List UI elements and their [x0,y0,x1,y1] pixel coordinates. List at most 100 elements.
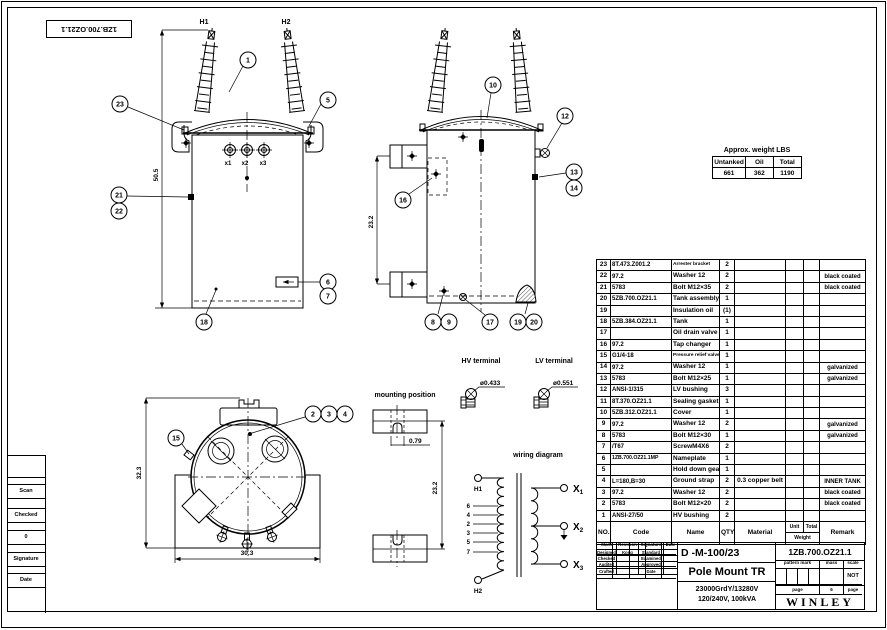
wiring-label-h1: H1 [474,486,483,493]
parts-cell-total [803,509,820,523]
sig-crafted-label: Crafted [597,568,617,575]
wiring-label-h2: H2 [474,588,483,595]
parts-cell-code [610,327,672,340]
parts-cell-remark [819,338,866,352]
parts-cell-no: 12 [596,384,611,397]
parts-cell-name: Washer 12 [671,486,720,500]
parts-cell-name: Cover [671,407,720,420]
tap-6: 6 [467,504,471,510]
parts-cell-name: HV bushing [671,509,720,523]
parts-cell-material [734,395,786,409]
parts-cell-remark: galvanized [819,429,866,443]
parts-cell-code: 5783 [610,498,672,511]
parts-cell-code: ANSI-27/50 [610,509,672,523]
parts-cell-remark: galvanized [819,361,866,374]
parts-cell-qty: 1 [719,350,735,363]
sig-audited-label: Audited [597,562,617,569]
parts-cell-qty: 1 [719,327,735,340]
callout-6: 6 [319,273,337,291]
parts-cell-total [803,486,820,500]
parts-table-footer: NO. Code Name QTY Material Unit Total Re… [596,520,866,545]
callout-19: 19 [509,313,527,331]
parts-cell-material [734,441,786,454]
sig-checked-label: Checked [597,556,617,563]
parts-cell-no: 19 [596,304,611,317]
parts-cell-material [734,509,786,523]
weight-header-oil: Oil [744,156,774,168]
parts-cell-code: 5783 [610,281,672,295]
tap-changer-box [181,488,217,524]
label-x2: x2 [242,161,249,167]
parts-cell-remark: black coated [819,498,866,511]
parts-cell-code: 5ZB.700.OZ21.1 [610,293,672,306]
parts-header-weight: Weight [785,532,820,545]
parts-cell-code: ANSI-1/315 [610,384,672,397]
parts-cell-remark [819,384,866,397]
wiring-label-x1: X1 [573,484,584,496]
parts-cell-unit [785,464,804,477]
parts-cell-material [734,281,786,295]
parts-cell-code: 5ZB.384.OZ21.1 [610,315,672,329]
page-number: 6 [820,586,844,595]
svg-text:12: 12 [561,114,569,121]
tap-4: 4 [467,513,471,519]
parts-cell-unit [785,270,804,283]
top-dim-height: 32.3 [136,466,143,479]
parts-cell-qty: 1 [719,293,735,306]
callout-8: 8 [424,313,442,331]
parts-cell-unit [785,304,804,317]
parts-cell-material [734,486,786,500]
sig-designed-name: Kong [617,550,639,557]
parts-cell-name: Washer 12 [671,418,720,431]
callout-17: 17 [481,313,499,331]
hv-terminal-diameter: ø0.433 [480,380,501,387]
parts-cell-remark: black coated [819,486,866,500]
side-dim-height: 23.2 [368,215,375,228]
rating-voltage-lv: 120/240V, 100kVA [698,595,756,603]
parts-cell-qty: 1 [719,372,735,386]
revision-header-row: Mark Revision Signature Date [597,543,677,550]
label-h1: H1 [200,19,209,26]
parts-cell-remark [819,441,866,454]
pattern-mark-label: pattern mark [776,561,820,569]
parts-cell-no: 13 [596,372,611,386]
parts-cell-remark [819,293,866,306]
parts-cell-total [803,441,820,454]
parts-cell-qty: 1 [719,464,735,477]
parts-header-qty: QTY [719,520,735,545]
page-label-right: page [844,586,862,595]
terminal-h2 [474,576,482,584]
parts-cell-name: Insulation oil [671,304,720,317]
parts-cell-code: 5783 [610,429,672,443]
svg-text:15: 15 [172,436,180,443]
svg-text:6: 6 [326,280,330,287]
parts-cell-code: 97.2 [610,361,672,374]
sig-examined-label: Examined [639,556,664,563]
callout-5: 5 [319,91,337,109]
parts-cell-unit [785,395,804,409]
svg-text:18: 18 [200,320,208,327]
parts-cell-name: Arrester bracket [671,258,720,272]
terminal-h1 [474,474,482,482]
parts-cell-code: 1ZB.700.OZ21.1MP [610,452,672,466]
parts-cell-unit [785,338,804,352]
parts-cell-code: 97.2 [610,418,672,431]
parts-cell-material: 0.3 copper belt [734,475,786,488]
svg-text:10: 10 [489,83,497,90]
parts-cell-name: Hold down gear [671,464,720,477]
parts-cell-material [734,304,786,317]
parts-cell-name: Pressure relief valve [671,350,720,363]
margin-box-signature: Signature [7,553,45,567]
parts-cell-unit [785,384,804,397]
terminal-x2 [560,522,568,530]
hv-bushing-left [193,26,221,113]
parts-cell-code: 97.2 [610,270,672,283]
